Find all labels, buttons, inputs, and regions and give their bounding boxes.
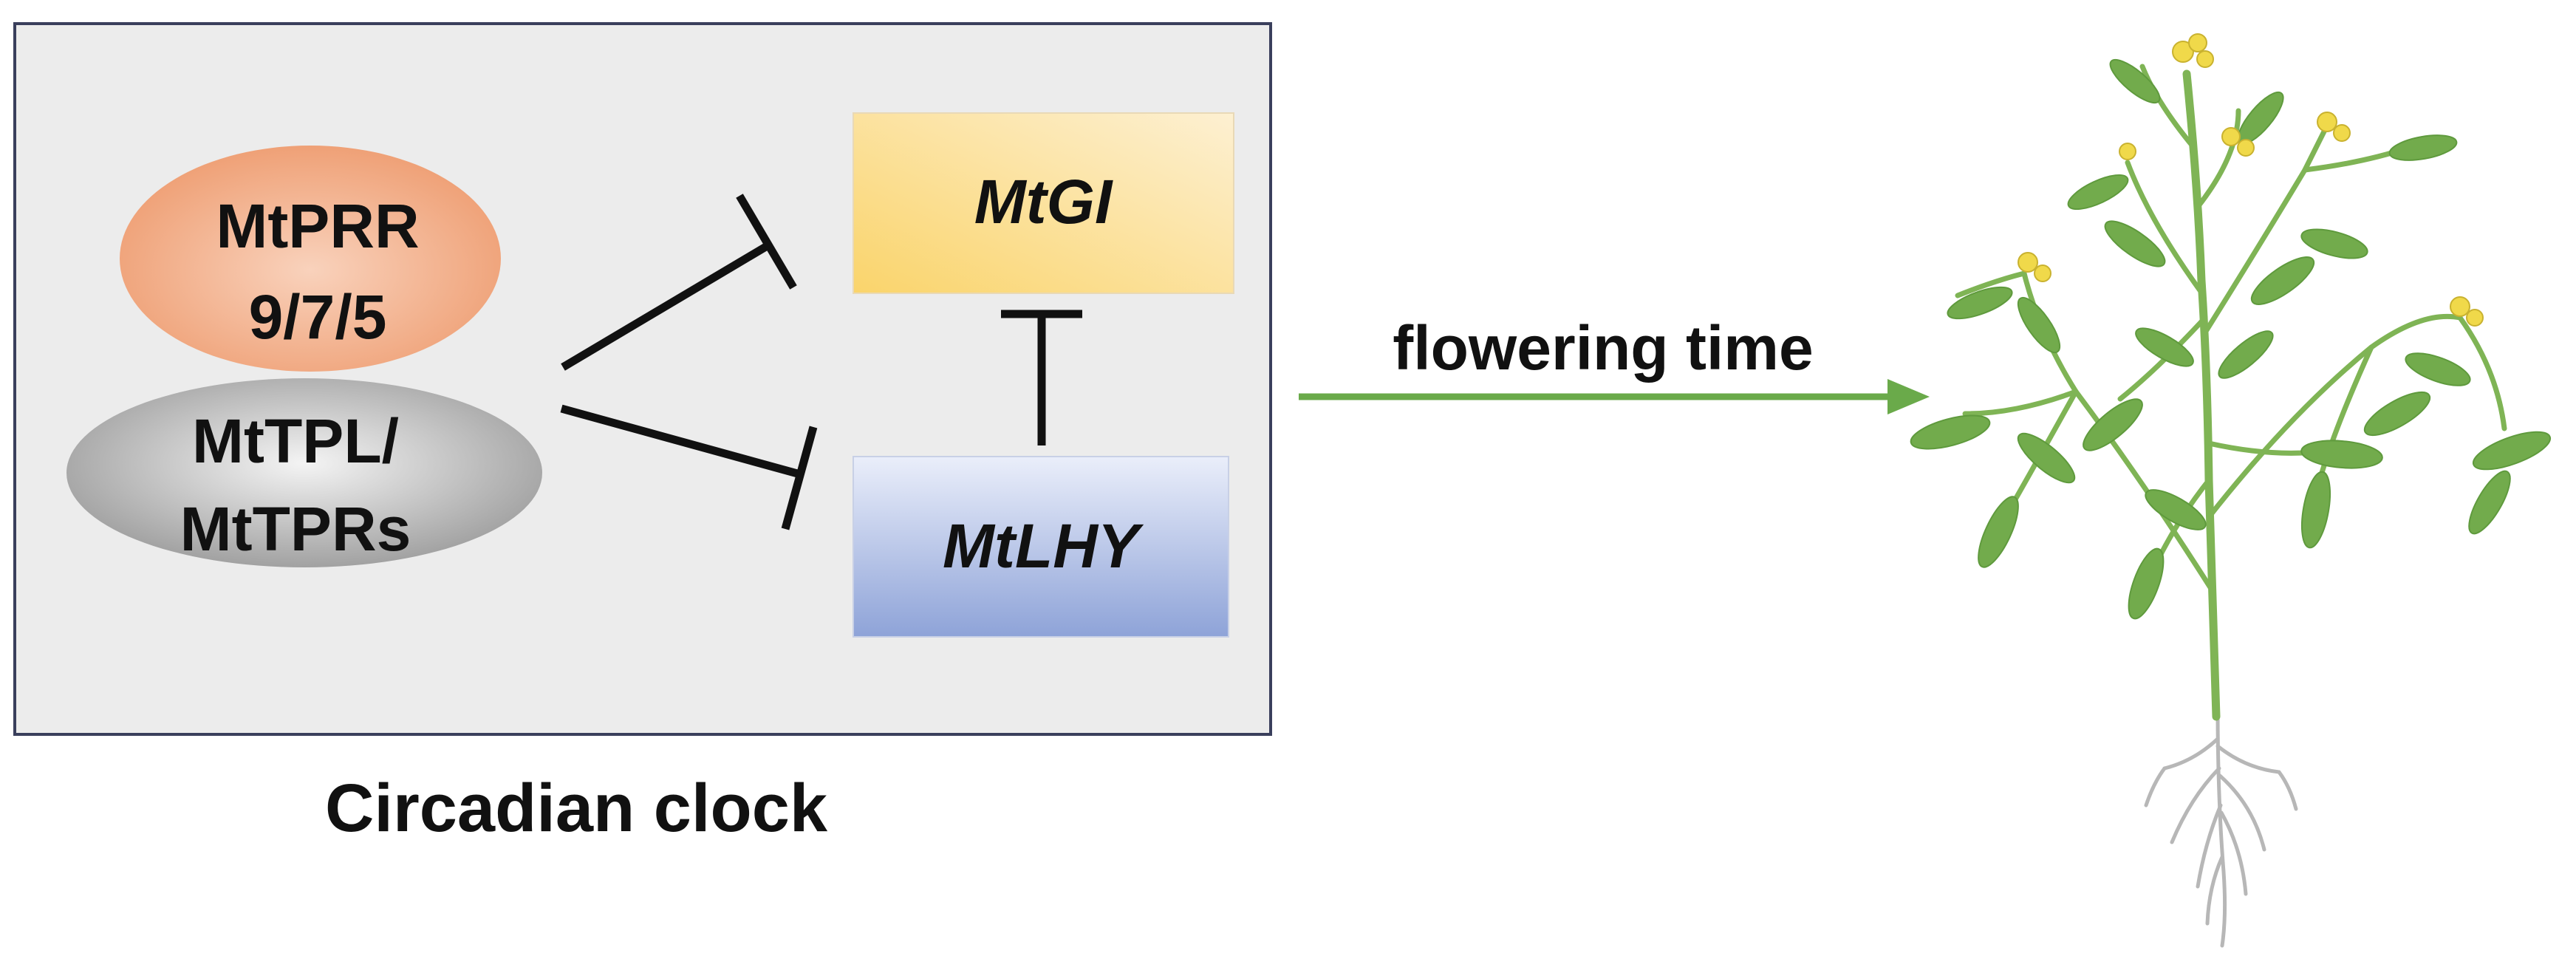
lhy-label: MtLHY [943, 511, 1144, 581]
clock-caption: Circadian clock [325, 771, 828, 846]
prr-label-line1: MtPRR [216, 191, 419, 261]
gi-box [853, 112, 1234, 294]
edge-lhy-to-gi [1001, 310, 1082, 445]
tpl-ellipse [66, 378, 542, 567]
lhy-box [853, 456, 1229, 638]
prr-label-line2: 9/7/5 [249, 282, 387, 352]
edge-complex-to-gi [561, 194, 797, 371]
medicago-plant-icon [1910, 33, 2552, 948]
tpl-label-line2: MtTPRs [180, 494, 411, 564]
flowering-arrow [1299, 379, 1930, 414]
gi-label: MtGI [974, 167, 1113, 236]
tpl-label-line1: MtTPL/ [192, 406, 399, 476]
flowering-time-label: flowering time [1393, 313, 1813, 383]
prr-ellipse [120, 146, 501, 372]
edge-complex-to-lhy [560, 404, 818, 530]
